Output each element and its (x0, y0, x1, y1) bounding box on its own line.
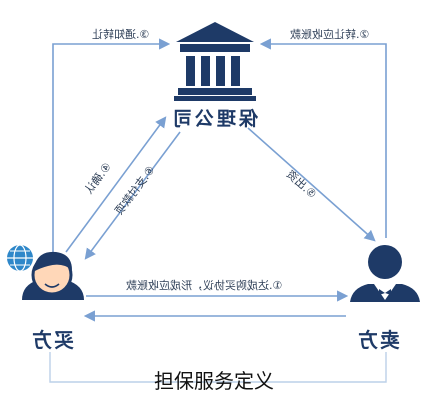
bank-icon (174, 22, 256, 101)
seller-name: 卖方 (356, 328, 400, 352)
arrow-funding (247, 127, 376, 242)
arrow-notify-transfer (52, 38, 171, 252)
buyer-name: 买方 (30, 328, 74, 352)
globe-icon (7, 244, 33, 272)
arrow-confirm (65, 116, 167, 253)
buyer-avatar (22, 251, 84, 300)
caption: 担保服务定义 (154, 369, 274, 393)
arrow-transfer-receivables (259, 38, 387, 238)
bottom-bracket (49, 352, 387, 383)
step-notify-transfer: ③.通知转让 (92, 28, 150, 41)
step-agreement: ①.达成购买协议，形成应收账款 (126, 279, 283, 292)
step-transfer-receivables: ②.转让应收账款 (290, 28, 370, 41)
company-name: 保理公司 (170, 108, 259, 130)
seller-avatar (350, 245, 420, 302)
arrow-pay (84, 131, 181, 260)
